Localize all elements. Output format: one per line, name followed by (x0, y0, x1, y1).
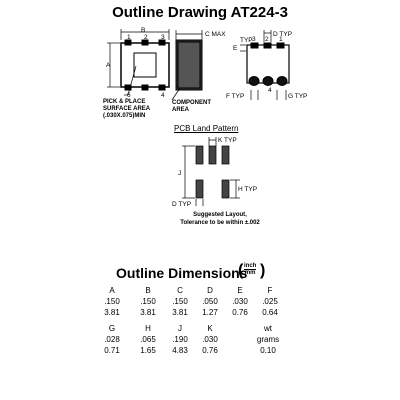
col-d: D (207, 286, 213, 295)
pin-6-label: 6 (127, 92, 131, 99)
col-g: G (108, 324, 116, 333)
unit-mm: mm (244, 269, 257, 276)
j-inch: .190 (172, 335, 188, 344)
k-inch: .030 (202, 335, 218, 344)
dim-b-label: B (141, 27, 145, 34)
unit-fraction: inch mm (244, 263, 257, 276)
k-mm: 0.76 (202, 346, 218, 355)
pin-3-label: 3 (161, 34, 165, 41)
col-wt: wt (264, 324, 272, 333)
dim-e-typ-label: TYP (240, 37, 253, 44)
col-c: C (177, 286, 183, 295)
pin-1-label: 1 (127, 34, 131, 41)
pin-2-label: 2 (144, 34, 148, 41)
a-inch: .150 (104, 297, 120, 306)
side-view (171, 30, 203, 101)
h-mm: 1.65 (140, 346, 156, 355)
b-inch: .150 (140, 297, 156, 306)
bottom-view (240, 30, 290, 100)
pcb-dim-k-label: K TYP (218, 137, 237, 144)
col-f: F (267, 286, 273, 295)
pick-place-line1: PICK & PLACE (103, 99, 145, 105)
unit-paren-close: ) (260, 262, 266, 279)
c-inch: .150 (172, 297, 188, 306)
j-mm: 4.83 (172, 346, 188, 355)
col-k: K (207, 324, 213, 333)
dim-f-label: F TYP (226, 93, 244, 100)
unit-inch: inch (244, 263, 257, 269)
dim-d-label: D TYP (273, 31, 292, 38)
col-j: J (178, 324, 182, 333)
page-title: Outline Drawing AT224-3 (112, 4, 288, 21)
e-inch: .030 (232, 297, 248, 306)
d-mm: 1.27 (202, 308, 218, 317)
wt-unit: grams (256, 335, 280, 344)
dim-a-label: A (106, 62, 111, 69)
f-inch: .025 (262, 297, 278, 306)
pcb-dim-d-label: D TYP (172, 201, 191, 208)
pin-r3-label: 3 (252, 36, 256, 43)
f-mm: 0.64 (262, 308, 278, 317)
dimensions-title: Outline Dimensions (116, 265, 248, 281)
dim-g-label: G TYP (288, 93, 307, 100)
a-mm: 3.81 (104, 308, 120, 317)
unit-paren-open: ( (238, 262, 244, 279)
top-view (107, 29, 170, 96)
pcb-dim-j-label: J (178, 170, 181, 177)
component-area-line1: COMPONENT (172, 100, 211, 106)
e-mm: 0.76 (232, 308, 248, 317)
pin-r4-label: 4 (268, 87, 272, 94)
col-a: A (109, 286, 115, 295)
suggested-line2: Tolerance to be within ±.002 (180, 220, 260, 226)
col-b: B (145, 286, 151, 295)
g-mm: 0.71 (104, 346, 120, 355)
g-inch: .028 (104, 335, 120, 344)
wt-value: 0.10 (260, 346, 276, 355)
pin-4-label: 4 (161, 92, 165, 99)
pcb-land-pattern (182, 137, 240, 206)
pin-r1-label: 1 (279, 36, 283, 43)
pick-place-line3: (.030X.075)MIN (103, 113, 145, 119)
suggested-layout-note: Suggested Layout, Tolerance to be within… (150, 211, 290, 227)
pick-place-line2: SURFACE AREA (103, 106, 151, 112)
dim-c-label: C MAX (205, 31, 226, 38)
h-inch: .065 (140, 335, 156, 344)
pcb-title: PCB Land Pattern (174, 124, 239, 133)
dim-e-label: E (233, 45, 238, 52)
c-mm: 3.81 (172, 308, 188, 317)
d-inch: .050 (202, 297, 218, 306)
pin-r2-label: 2 (265, 36, 269, 43)
col-h: H (145, 324, 151, 333)
b-mm: 3.81 (140, 308, 156, 317)
component-area-line2: AREA (172, 107, 190, 113)
suggested-line1: Suggested Layout, (193, 212, 247, 218)
pcb-dim-h-label: H TYP (238, 186, 257, 193)
col-e: E (237, 286, 243, 295)
